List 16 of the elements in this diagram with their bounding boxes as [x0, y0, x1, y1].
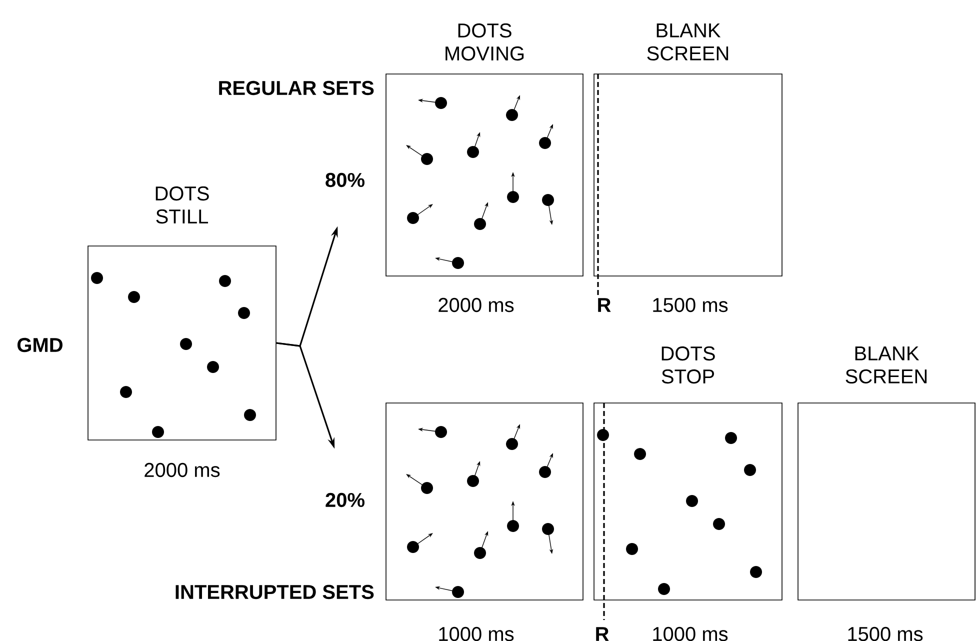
duration: 2000 ms: [144, 462, 220, 478]
label: GMD: [18, 338, 62, 352]
duration: 2000 ms: [438, 298, 514, 312]
duration: 1000 ms: [653, 626, 728, 641]
label: R: [598, 298, 611, 312]
duration: 1000 ms: [439, 626, 514, 641]
duration: 1500 ms: [653, 298, 728, 312]
heading: BLANK SCREEN: [846, 346, 927, 384]
duration: 1500 ms: [848, 626, 923, 641]
heading: DOTS STOP: [662, 346, 715, 384]
label: R: [596, 627, 609, 641]
heading: DOTS MOVING: [446, 23, 524, 61]
edge-label: 80%: [326, 172, 364, 188]
edge-label: 20%: [326, 492, 364, 508]
heading: DOTS STILL: [156, 186, 209, 224]
heading: BLANK SCREEN: [647, 24, 728, 60]
